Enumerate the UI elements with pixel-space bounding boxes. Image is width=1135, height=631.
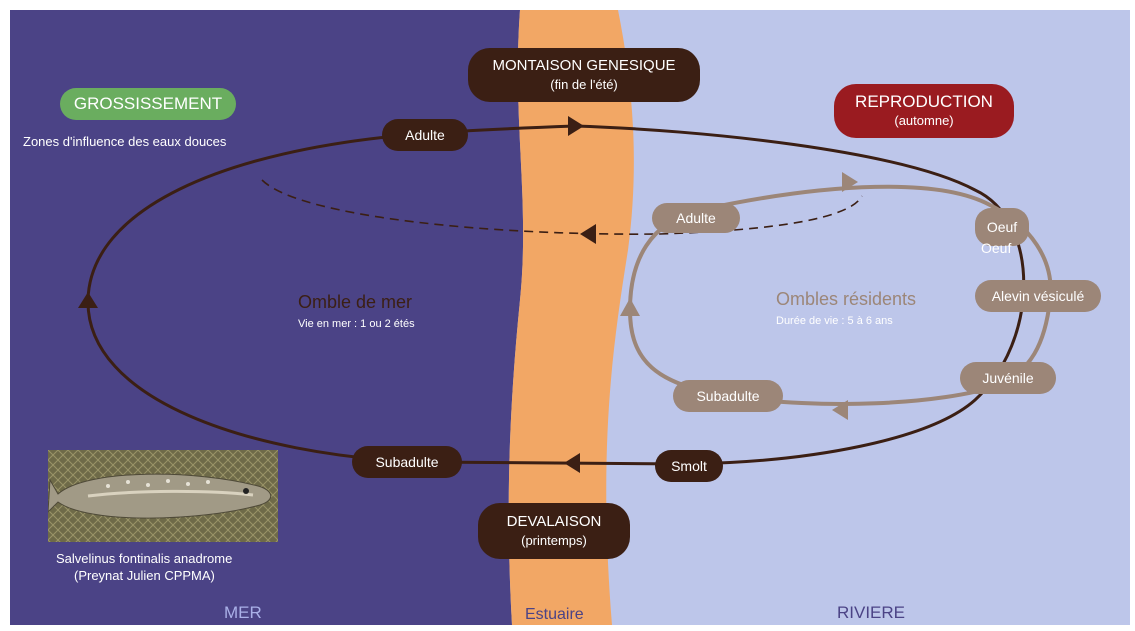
reproduction-badge: REPRODUCTION (automne) xyxy=(834,84,1014,138)
egg-overlay-label: Oeuf xyxy=(981,240,1012,256)
growth-badge: GROSSISSEMENT xyxy=(60,88,236,120)
sac-fry-stage: Alevin vésiculé xyxy=(975,280,1101,312)
sea-subadult-label: Subadulte xyxy=(375,454,439,470)
juvenile-label: Juvénile xyxy=(982,370,1034,386)
resident-adult-stage: Adulte xyxy=(652,203,740,233)
resident-subadult-stage: Subadulte xyxy=(673,380,783,412)
resident-adult-label: Adulte xyxy=(676,210,716,226)
sea-cycle-subtitle: Vie en mer : 1 ou 2 étés xyxy=(298,318,415,330)
resident-subadult-label: Subadulte xyxy=(696,388,760,404)
sea-adult-stage: Adulte xyxy=(382,119,468,151)
photo-caption-line2: (Preynat Julien CPPMA) xyxy=(74,568,215,583)
arrow-right-top xyxy=(568,116,584,136)
arrow-up-resident-left xyxy=(620,298,640,316)
juvenile-stage: Juvénile xyxy=(960,362,1056,394)
upstream-migration-season: (fin de l'été) xyxy=(550,77,618,92)
fish-photo xyxy=(48,450,278,542)
sea-cycle-loop xyxy=(86,124,1026,466)
arrow-up-left xyxy=(78,292,98,308)
downstream-migration-season: (printemps) xyxy=(521,533,587,548)
sea-return-dashed-path xyxy=(261,179,863,235)
fish-photo-graphic xyxy=(48,450,278,542)
arrow-left-dashed xyxy=(580,224,596,244)
estuary-zone xyxy=(508,10,634,625)
sea-adult-label: Adulte xyxy=(405,127,445,143)
smolt-stage: Smolt xyxy=(655,450,723,482)
upstream-migration-badge: MONTAISON GENESIQUE (fin de l'été) xyxy=(468,48,700,102)
growth-label: GROSSISSEMENT xyxy=(73,94,223,113)
reproduction-season: (automne) xyxy=(894,113,954,128)
resident-cycle-subtitle: Durée de vie : 5 à 6 ans xyxy=(776,315,893,327)
reproduction-label: REPRODUCTION xyxy=(855,92,993,111)
downstream-migration-label: DEVALAISON xyxy=(506,513,602,530)
sea-zone-label: MER xyxy=(224,603,262,622)
arrow-left-resident-bottom xyxy=(832,400,848,420)
sea-cycle-title: Omble de mer xyxy=(298,292,413,312)
downstream-migration-badge: DEVALAISON (printemps) xyxy=(478,503,630,559)
egg-label: Oeuf xyxy=(986,219,1018,235)
river-zone-label: RIVIERE xyxy=(837,603,906,622)
estuary-zone-label: Estuaire xyxy=(525,606,584,623)
upstream-migration-label: MONTAISON GENESIQUE xyxy=(492,57,676,74)
sea-subadult-stage: Subadulte xyxy=(352,446,462,478)
arrow-right-resident-top xyxy=(842,172,858,192)
arrow-left-bottom xyxy=(564,453,580,473)
sac-fry-label: Alevin vésiculé xyxy=(991,288,1085,304)
egg-stage: Oeuf xyxy=(975,208,1029,246)
photo-caption-line1: Salvelinus fontinalis anadrome xyxy=(56,551,233,566)
resident-cycle-title: Ombles résidents xyxy=(776,289,917,309)
smolt-label: Smolt xyxy=(671,458,707,474)
growth-subtitle: Zones d'influence des eaux douces xyxy=(23,134,227,149)
